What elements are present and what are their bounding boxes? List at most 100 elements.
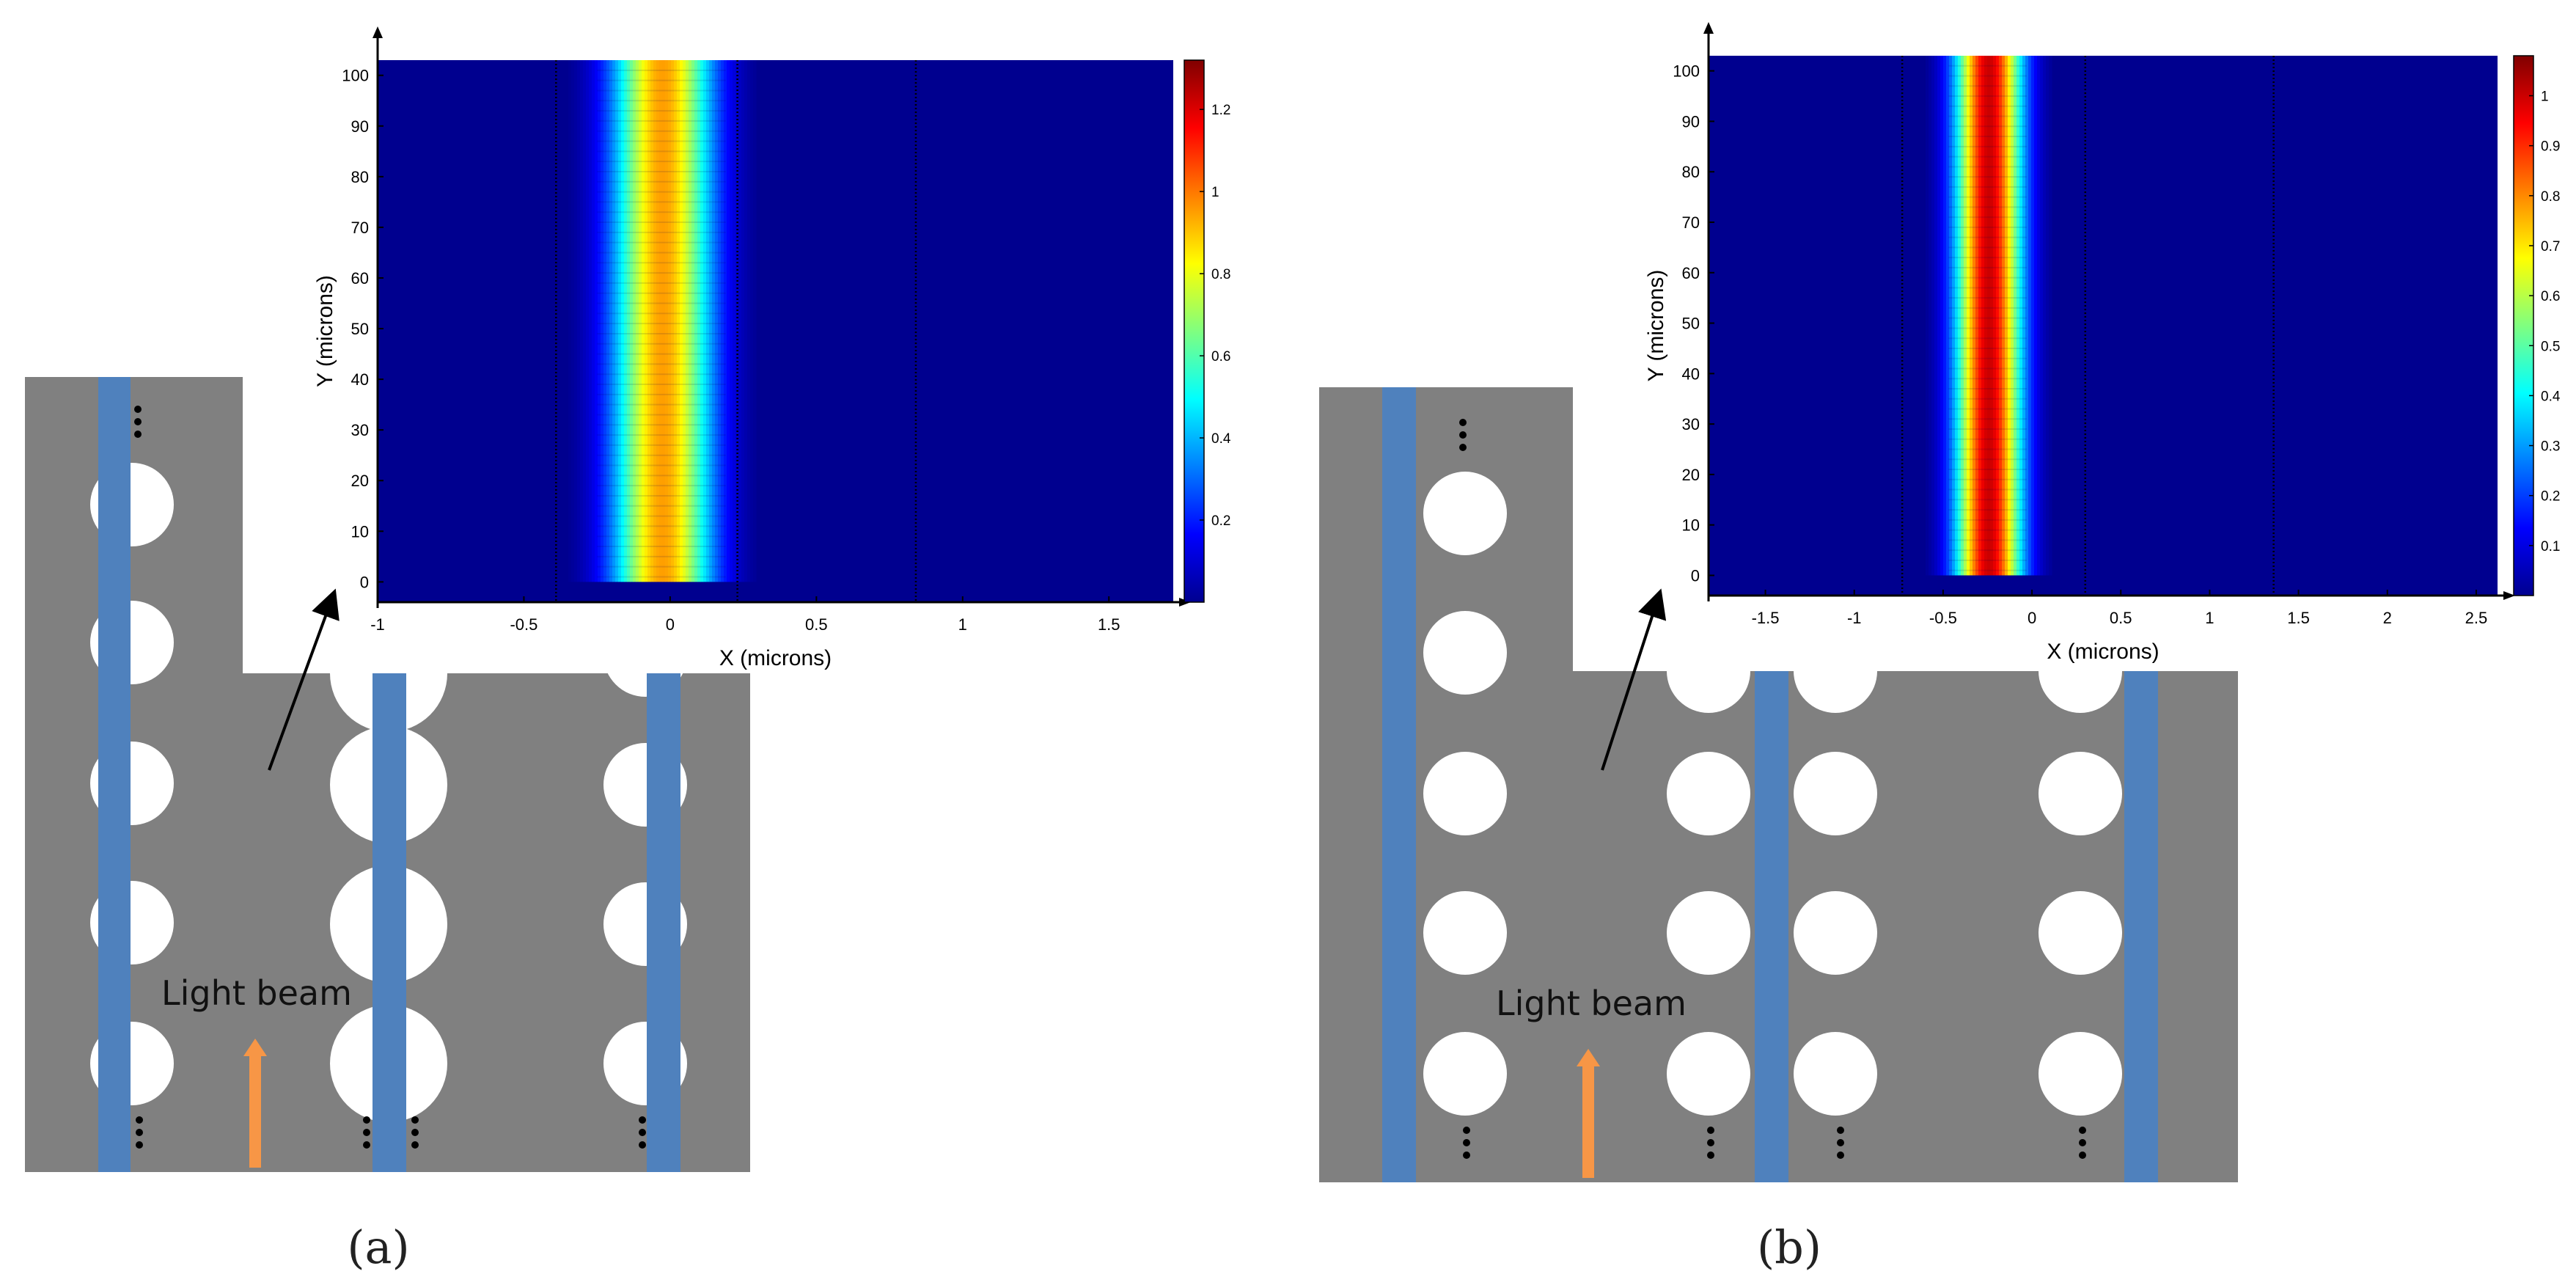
intensity-strip: [1996, 56, 2000, 576]
y-tick-label: 10: [1682, 516, 1700, 535]
intensity-strip: [624, 60, 628, 582]
air-hole: [1667, 891, 1750, 975]
intensity-strip: [586, 60, 590, 582]
colorbar-tick-label: 0.6: [1211, 349, 1230, 365]
y-tick-label: 60: [351, 269, 369, 288]
y-tick-label: 90: [351, 117, 369, 136]
intensity-strip: [730, 60, 733, 582]
intensity-strip: [647, 60, 651, 582]
air-hole: [1794, 1032, 1877, 1116]
slab-step-background: [1573, 631, 2240, 671]
intensity-strip: [2002, 56, 2006, 576]
intensity-strip: [677, 60, 680, 582]
intensity-strip: [603, 60, 607, 582]
intensity-strip: [618, 60, 622, 582]
intensity-strip: [659, 60, 663, 582]
intensity-strip: [621, 60, 625, 582]
intensity-strip: [1940, 56, 1944, 576]
photonic-crystal-schematic: Light beam: [1319, 387, 2240, 1182]
intensity-strip: [700, 60, 704, 582]
intensity-strip: [1946, 56, 1950, 576]
intensity-strip: [715, 60, 719, 582]
colorbar-tick-label: 1: [2541, 89, 2549, 105]
intensity-strip: [568, 60, 572, 582]
intensity-strip: [2022, 56, 2026, 576]
y-tick-label: 0: [360, 573, 369, 591]
intensity-strip: [1931, 56, 1935, 576]
intensity-strip: [718, 60, 722, 582]
intensity-strip: [1975, 56, 1979, 576]
waveguide: [98, 377, 131, 1172]
y-tick-label: 0: [1691, 566, 1700, 585]
slab-step-background: [243, 631, 756, 673]
y-tick-label: 20: [351, 472, 369, 490]
y-axis-arrowhead: [1703, 22, 1714, 34]
light-beam-label: Light beam: [1496, 984, 1687, 1023]
x-tick-label: 1.5: [1098, 615, 1120, 634]
intensity-strip: [1949, 56, 1953, 576]
intensity-strip: [571, 60, 575, 582]
air-hole-column: [1667, 671, 1750, 1116]
x-tick-label: 0.5: [805, 615, 828, 634]
y-tick-label: 100: [342, 67, 369, 85]
air-hole: [1423, 891, 1507, 975]
intensity-strip: [697, 60, 701, 582]
y-tick-label: 80: [351, 168, 369, 186]
intensity-strip: [2028, 56, 2032, 576]
intensity-strip: [674, 60, 678, 582]
air-hole: [1423, 472, 1507, 555]
intensity-strip: [1937, 56, 1941, 576]
intensity-strip: [712, 60, 716, 582]
intensity-strip: [753, 60, 757, 582]
y-tick-label: 10: [351, 522, 369, 541]
intensity-strip: [1943, 56, 1947, 576]
air-hole: [1667, 752, 1750, 835]
intensity-strip: [656, 60, 660, 582]
intensity-strip: [2014, 56, 2017, 576]
intensity-strip: [1973, 56, 1976, 576]
intensity-strip: [665, 60, 669, 582]
colorbar-tick-label: 0.8: [2541, 189, 2560, 205]
intensity-strip: [630, 60, 634, 582]
waveguide: [1382, 387, 1416, 1182]
intensity-strip: [653, 60, 657, 582]
x-tick-label: -0.5: [1929, 609, 1957, 627]
colorbar-tick-label: 1: [1211, 185, 1219, 200]
intensity-strip: [706, 60, 710, 582]
y-axis-label: Y (microns): [313, 275, 337, 387]
intensity-strip: [592, 60, 595, 582]
intensity-strip: [2040, 56, 2044, 576]
x-tick-label: 0: [666, 615, 675, 634]
intensity-strip: [2005, 56, 2008, 576]
intensity-strip: [1987, 56, 1991, 576]
intensity-strip: [615, 60, 619, 582]
intensity-strip: [606, 60, 610, 582]
intensity-strip: [650, 60, 654, 582]
air-hole-column: [2039, 671, 2122, 1116]
y-tick-label: 40: [1682, 365, 1700, 383]
intensity-strip: [612, 60, 616, 582]
y-tick-label: 50: [1682, 315, 1700, 333]
colorbar-tick-label: 0.2: [1211, 513, 1230, 529]
intensity-strip: [1984, 56, 1988, 576]
y-tick-label: 30: [1682, 415, 1700, 433]
y-tick-label: 100: [1673, 62, 1700, 81]
waveguide: [647, 673, 680, 1172]
light-beam-arrow: [243, 1039, 267, 1168]
air-hole: [1423, 752, 1507, 835]
colorbar-tick-label: 0.5: [2541, 339, 2560, 354]
intensity-strip: [750, 60, 754, 582]
intensity-strip: [1993, 56, 1997, 576]
intensity-strip: [636, 60, 639, 582]
x-tick-label: -1: [370, 615, 385, 634]
colorbar-tick-labels: 0.20.40.60.811.2: [1200, 103, 1231, 529]
intensity-strip: [2019, 56, 2023, 576]
air-hole: [2039, 1032, 2122, 1116]
x-tick-label: 0.5: [2110, 609, 2132, 627]
panel-caption: (a): [347, 1220, 409, 1274]
intensity-strip: [1964, 56, 1967, 576]
